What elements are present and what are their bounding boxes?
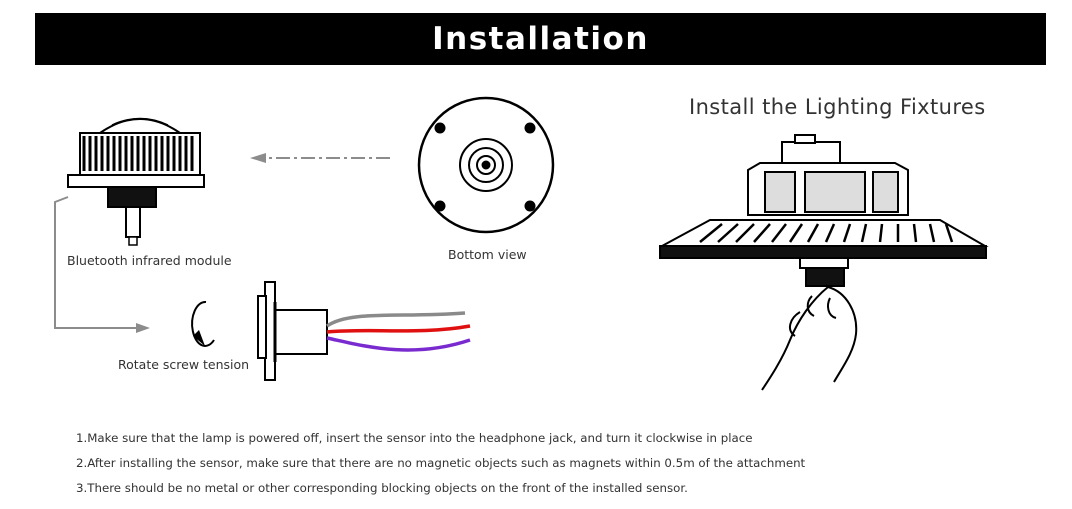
connector-arrow — [54, 196, 150, 333]
instruction-step-2: 2.After installing the sensor, make sure… — [76, 456, 806, 470]
module-label: Bluetooth infrared module — [67, 253, 232, 268]
lighting-fixture-illustration — [659, 134, 989, 391]
instruction-list: 1.Make sure that the lamp is powered off… — [76, 428, 1036, 503]
rotate-arrow-icon — [191, 300, 215, 347]
page-title: Installation — [432, 21, 649, 57]
wires — [326, 311, 471, 352]
bottom-view-illustration — [417, 96, 555, 234]
instruction-step-3: 3.There should be no metal or other corr… — [76, 481, 688, 495]
install-fixtures-heading: Install the Lighting Fixtures — [689, 95, 986, 119]
rotate-label: Rotate screw tension — [118, 357, 250, 372]
direction-arrow — [250, 153, 390, 163]
bracket-illustration — [257, 281, 328, 381]
bottom-view-label: Bottom view — [448, 247, 527, 262]
title-banner: Installation — [35, 13, 1046, 65]
sensor-module-illustration — [67, 117, 205, 246]
instruction-step-1: 1.Make sure that the lamp is powered off… — [76, 431, 753, 445]
